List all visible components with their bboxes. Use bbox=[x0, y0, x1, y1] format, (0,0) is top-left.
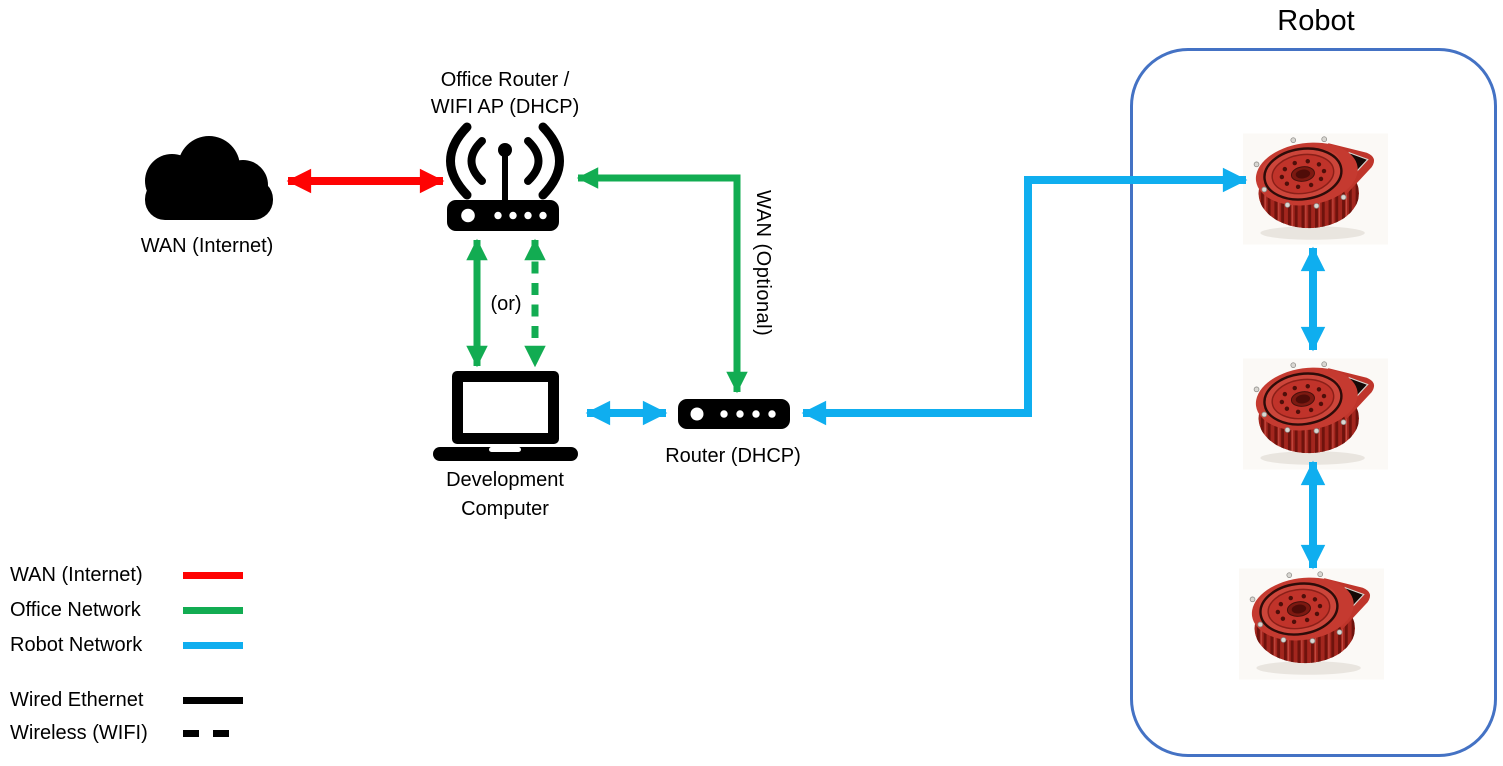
office-router-icon bbox=[446, 122, 564, 231]
router-dhcp-label: Router (DHCP) bbox=[665, 445, 801, 467]
router-dhcp-icon bbox=[678, 399, 790, 429]
legend-label-wired-ethernet: Wired Ethernet bbox=[10, 689, 144, 711]
wan-cloud-label: WAN (Internet) bbox=[140, 235, 274, 257]
wan-optional-label: WAN (Optional) bbox=[752, 190, 774, 337]
legend-label-office-network: Office Network bbox=[10, 599, 141, 621]
wifi-wave-icon bbox=[446, 122, 472, 200]
legend-swatch-robot-network bbox=[183, 642, 243, 649]
office-router-label-line2: WIFI AP (DHCP) bbox=[430, 96, 580, 118]
legend-swatch-office-network bbox=[183, 607, 243, 614]
office-router-label: Office Router / WIFI AP (DHCP) bbox=[395, 67, 615, 121]
legend-swatch-wired-ethernet bbox=[183, 697, 243, 704]
legend-label-wan: WAN (Internet) bbox=[10, 564, 143, 586]
robot-actuator-1 bbox=[1243, 133, 1388, 244]
dev-computer-label: Development Computer bbox=[405, 466, 605, 524]
office-router-label-line1: Office Router / bbox=[440, 69, 570, 91]
legend-label-robot-network: Robot Network bbox=[10, 634, 143, 656]
wifi-wave-icon bbox=[467, 137, 486, 185]
dev-computer-label-line2: Computer bbox=[461, 498, 549, 520]
wifi-wave-icon bbox=[524, 137, 543, 185]
router-to-robot-link bbox=[801, 167, 1248, 426]
wifi-wave-icon bbox=[538, 122, 564, 200]
legend-swatch-wan bbox=[183, 572, 243, 579]
or-label: (or) bbox=[490, 293, 522, 315]
dev-computer-label-line1: Development bbox=[446, 469, 564, 491]
legend-swatch-wireless-wifi bbox=[183, 730, 243, 737]
legend-label-wireless-wifi: Wireless (WIFI) bbox=[10, 722, 148, 744]
robot-box-title: Robot bbox=[1277, 5, 1355, 37]
office-router-to-router-wan-link bbox=[576, 167, 748, 394]
laptop-icon bbox=[433, 371, 578, 461]
wan-cloud-icon bbox=[145, 136, 273, 220]
robot-actuator-2 bbox=[1243, 358, 1388, 469]
robot-actuator-3 bbox=[1239, 568, 1384, 679]
